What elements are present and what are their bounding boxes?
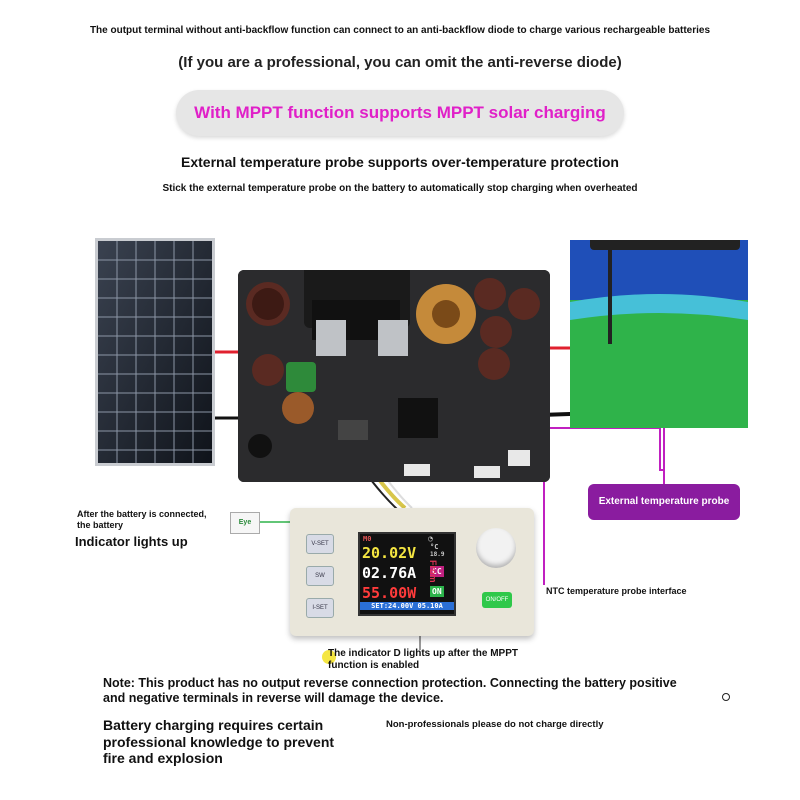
mode-indicator: M0 — [363, 535, 372, 543]
probe-title: External temperature probe supports over… — [181, 154, 619, 170]
temp-readout: 18.9 — [430, 551, 445, 558]
set-readout: SET:24.00V 05.10A — [360, 602, 454, 610]
wifi-icon: ◔ — [428, 534, 433, 543]
indicator-label: Indicator lights up — [75, 534, 188, 549]
external-probe-callout: External temperature probe — [588, 484, 740, 520]
eye-indicator: Eye — [230, 512, 260, 534]
indicator-d-highlight — [322, 650, 336, 664]
board-components — [238, 248, 550, 482]
wire-probe — [545, 427, 664, 471]
header-line-2: (If you are a professional, you can omit… — [178, 54, 622, 71]
on-off-button[interactable]: ON/OFF — [482, 592, 512, 608]
solar-panel — [95, 238, 215, 466]
ntc-label: NTC temperature probe interface — [546, 586, 687, 596]
mppt-banner-text: With MPPT function supports MPPT solar c… — [194, 103, 606, 122]
i-set-button[interactable]: I-SET — [306, 598, 334, 618]
warning-line-2: professional knowledge to prevent — [103, 734, 335, 750]
sw-button[interactable]: SW — [306, 566, 334, 586]
battery-pack — [570, 234, 748, 428]
header-line-1: The output terminal without anti-backflo… — [89, 25, 711, 36]
current-readout: 02.76A — [362, 564, 417, 582]
voltage-readout: 20.02V — [362, 544, 417, 562]
note-line-2: and negative terminals in reverse will d… — [103, 691, 444, 705]
battery-connected-label-2: the battery — [77, 520, 124, 530]
indicator-d-caption-1: The indicator D lights up after the MPPT — [328, 648, 519, 659]
temp-unit: °C — [430, 543, 439, 551]
adjust-knob[interactable] — [476, 528, 516, 568]
screen-side-label: From — [428, 560, 438, 583]
v-set-button[interactable]: V-SET — [306, 534, 334, 554]
mppt-banner — [176, 90, 624, 136]
warning-line-3: fire and explosion — [103, 750, 223, 766]
warning-line-1: Battery charging requires certain — [103, 717, 324, 733]
on-badge: ON — [430, 586, 444, 597]
battery-shape — [570, 234, 748, 428]
solar-cells-grid — [98, 241, 212, 463]
probe-subtitle: Stick the external temperature probe on … — [162, 183, 638, 194]
lcd-screen: M0 ◔ 20.02V °C 18.9 02.76A CC 55.00W ON … — [358, 532, 456, 616]
bullet-circle — [722, 693, 730, 701]
note-line-1: Note: This product has no output reverse… — [103, 676, 677, 690]
indicator-d-caption-2: function is enabled — [328, 660, 420, 671]
power-readout: 55.00W — [362, 584, 417, 602]
converter-board — [238, 248, 550, 482]
eye-label: Eye — [238, 519, 252, 526]
non-professional-note: Non-professionals please do not charge d… — [386, 719, 604, 730]
battery-connected-label-1: After the battery is connected, — [77, 509, 207, 519]
cc-badge: CC — [430, 566, 444, 577]
